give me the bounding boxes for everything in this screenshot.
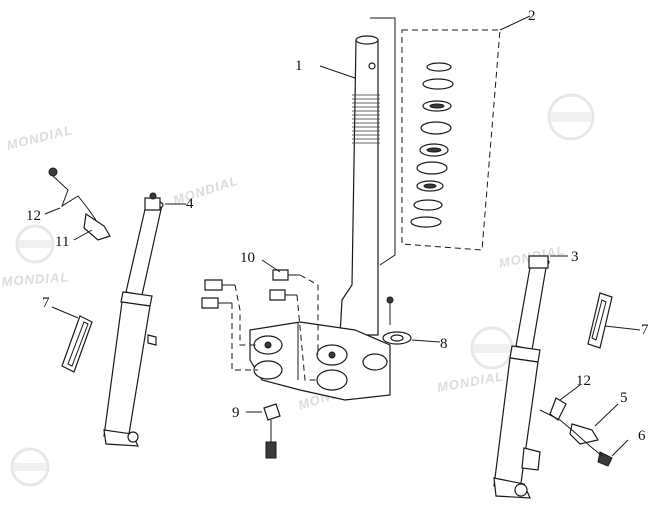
callout-12-left: 12 [26, 208, 41, 224]
callout-1: 1 [295, 58, 303, 74]
callout-9: 9 [232, 405, 240, 421]
callout-3: 3 [571, 249, 579, 265]
callout-7-left: 7 [42, 295, 50, 311]
right-reflector [587, 292, 641, 349]
left-reflector [51, 306, 93, 373]
bearing-races [410, 62, 454, 228]
clamp-bolts [201, 259, 320, 381]
watermark-text: MONDIAL [171, 173, 240, 208]
hose-clip [246, 403, 281, 459]
brake-hose-bracket [382, 296, 441, 345]
right-fork-leg [493, 255, 568, 499]
callout-8: 8 [440, 336, 448, 352]
mondial-logo-icon [547, 93, 595, 141]
steering-stem [319, 17, 396, 336]
mondial-logo-icon [470, 326, 514, 370]
callout-4: 4 [186, 196, 194, 212]
watermark-text: MONDIAL [1, 269, 70, 289]
right-cable-clamp [539, 384, 629, 467]
callout-5: 5 [620, 390, 628, 406]
mondial-logo-icon [15, 224, 55, 264]
stem-thread [352, 94, 380, 144]
watermark-text: MONDIAL [5, 122, 74, 153]
callout-2: 2 [528, 8, 536, 24]
steering-bearing-kit [401, 15, 531, 251]
callout-12-right: 12 [576, 373, 591, 389]
left-fork-leg [103, 192, 186, 447]
callout-11: 11 [55, 234, 69, 250]
callout-6: 6 [638, 428, 646, 444]
callout-10: 10 [240, 250, 255, 266]
callout-labels: 1 2 3 4 5 6 7 7 8 9 10 11 12 12 [26, 8, 649, 444]
callout-7-right: 7 [641, 322, 649, 338]
watermark-text: MONDIAL [436, 368, 505, 395]
mondial-logo-icon [10, 447, 50, 487]
left-cable-clamp [44, 167, 111, 241]
